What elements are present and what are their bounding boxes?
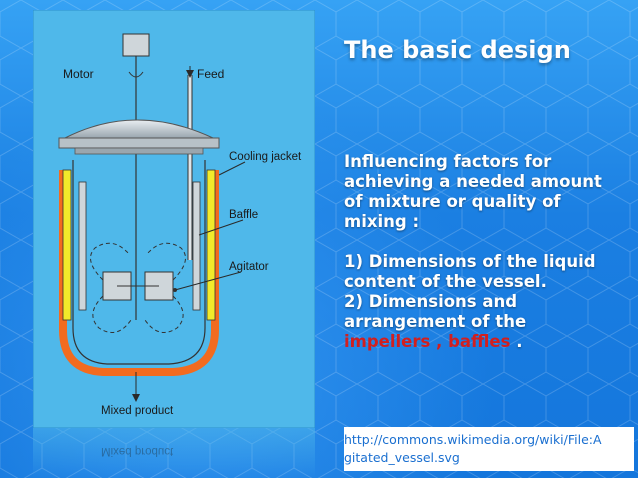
- label-agitator: Agitator: [229, 261, 269, 273]
- label-mixed-product: Mixed product: [101, 405, 174, 417]
- flow-pattern: [90, 242, 186, 333]
- label-motor: Motor: [63, 67, 94, 81]
- credit-line-2[interactable]: gitated_vessel.svg: [344, 450, 460, 465]
- intro-text: Influencing factors for achieving a need…: [344, 152, 602, 231]
- rotation-arrow: [128, 71, 144, 78]
- vessel-lid: [64, 119, 214, 139]
- vessel-wall: [72, 160, 206, 365]
- motor-box: [122, 33, 150, 57]
- reflection-mixed-product: Mixed product: [101, 445, 174, 457]
- point-2-suffix: .: [510, 332, 523, 351]
- jacket-side-left: [62, 169, 72, 321]
- slide-title: The basic design: [344, 36, 571, 64]
- cooling-jacket: [59, 170, 219, 376]
- point-1: 1) Dimensions of the liquid content of t…: [344, 252, 596, 291]
- baffle-left: [78, 181, 87, 311]
- diagram-reflection: Mixed product: [33, 428, 315, 478]
- baffle-right: [192, 181, 201, 311]
- label-baffle: Baffle: [229, 209, 258, 221]
- point-2-highlight: impellers , baffles: [344, 332, 511, 351]
- image-credit[interactable]: http://commons.wikimedia.org/wiki/File:A…: [344, 427, 634, 471]
- slide-body: Influencing factors for achieving a need…: [344, 152, 614, 352]
- label-cooling-jacket: Cooling jacket: [229, 151, 302, 163]
- point-2-text: 2) Dimensions and arrangement of the: [344, 292, 527, 331]
- jacket-side-right: [206, 169, 216, 321]
- credit-line-1[interactable]: http://commons.wikimedia.org/wiki/File:A: [344, 432, 602, 447]
- agitated-vessel-diagram: Motor Feed Cooling jacket Baffle Agitato…: [32, 9, 316, 429]
- label-feed: Feed: [197, 67, 224, 81]
